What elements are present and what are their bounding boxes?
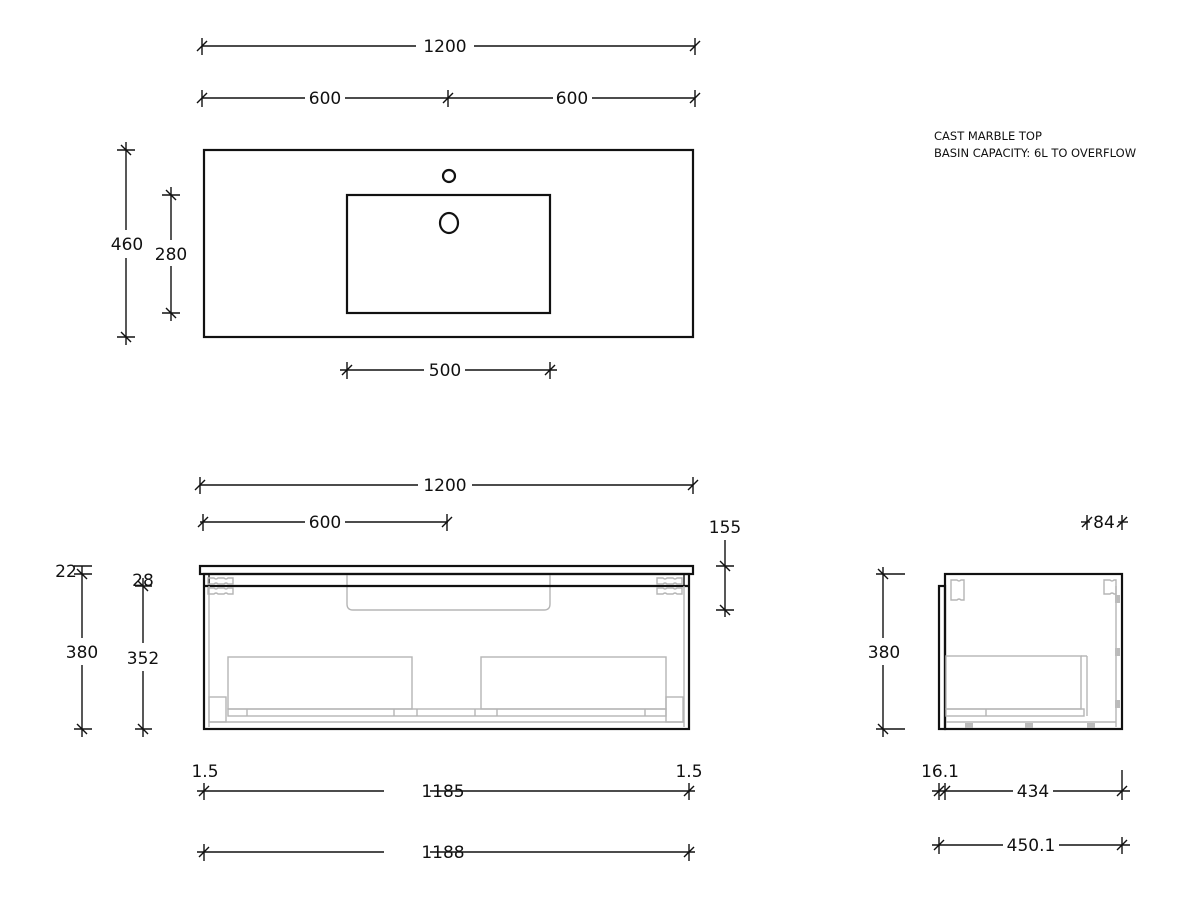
waste-hole — [438, 211, 460, 235]
dim-label: 500 — [429, 361, 461, 381]
dim-label: 1200 — [423, 37, 466, 57]
dim-label: 352 — [127, 649, 159, 669]
dim-label: 28 — [132, 571, 154, 591]
dim-label: 22 — [55, 562, 77, 582]
side-cabinet-body — [943, 572, 1124, 731]
cabinet-body — [202, 572, 691, 731]
note-capacity: BASIN CAPACITY: 6L TO OVERFLOW — [934, 146, 1136, 160]
side-drawer-front — [937, 584, 947, 731]
dim-label: 380 — [868, 643, 900, 663]
dim-label: 434 — [1017, 782, 1049, 802]
side-hidden-internals — [945, 579, 1120, 728]
dim-label: 600 — [309, 513, 341, 533]
notes: CAST MARBLE TOP BASIN CAPACITY: 6L TO OV… — [934, 129, 1136, 160]
dim-label: 380 — [66, 643, 98, 663]
dim-side-overall-depth: 450.1 — [932, 836, 1130, 856]
hidden-internals — [207, 577, 685, 727]
dim-plan-depth: 460 — [111, 142, 143, 345]
dim-front-half-width: 600 — [197, 513, 453, 533]
plan-view: 1200 600 600 460 — [111, 37, 701, 381]
dim-label: 16.1 — [921, 762, 959, 782]
dim-front-cabinet-width: 1188 — [197, 843, 695, 863]
dim-plan-halves: 600 600 — [196, 89, 701, 109]
dim-front-cabinet-height: 22 380 — [55, 562, 98, 737]
dim-label: 1.5 — [675, 762, 702, 782]
dim-front-drawer-height: 28 352 — [127, 571, 159, 737]
front-view: 1200 600 — [55, 476, 741, 863]
dim-label: 280 — [155, 245, 187, 265]
dim-front-overall-width: 1200 — [194, 476, 699, 496]
dim-label: 1188 — [421, 843, 464, 863]
dim-label: 460 — [111, 235, 143, 255]
dim-plan-overall-width: 1200 — [196, 37, 701, 57]
dim-basin-depth: 280 — [155, 187, 187, 321]
side-view: 84 380 — [868, 513, 1130, 856]
dim-label: 84 — [1093, 513, 1115, 533]
dim-label: 450.1 — [1007, 836, 1056, 856]
dim-front-basin-depth: 155 — [709, 518, 741, 617]
tap-hole — [441, 168, 457, 184]
dim-side-overhang: 84 — [1081, 513, 1128, 533]
vanity-top-outline — [202, 148, 695, 339]
dim-front-drawer-width: 1.5 1.5 1185 — [191, 762, 702, 802]
dim-label: 1185 — [421, 782, 464, 802]
note-material: CAST MARBLE TOP — [934, 129, 1042, 143]
dim-label: 600 — [556, 89, 588, 109]
hidden-basin — [346, 574, 551, 611]
marble-top-edge — [198, 564, 695, 576]
dim-label: 1.5 — [191, 762, 218, 782]
dim-label: 1200 — [423, 476, 466, 496]
dim-side-cabinet-height: 380 — [868, 567, 905, 737]
dim-basin-width: 500 — [340, 361, 557, 381]
basin-outline — [345, 193, 552, 315]
dim-side-body-depth: 16.1 434 — [921, 762, 1130, 802]
dim-label: 600 — [309, 89, 341, 109]
dim-label: 155 — [709, 518, 741, 538]
